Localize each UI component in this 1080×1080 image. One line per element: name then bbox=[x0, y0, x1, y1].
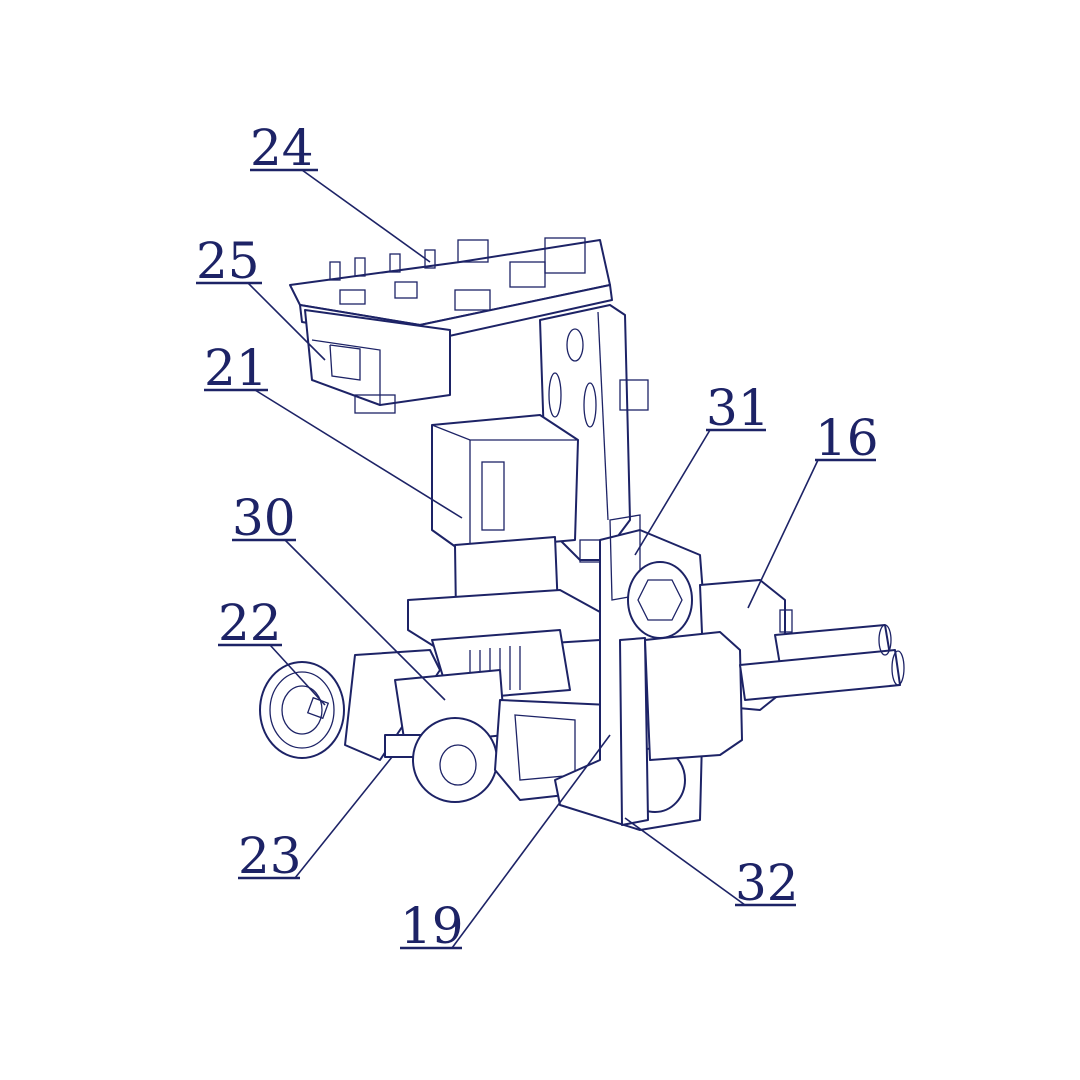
leader-23 bbox=[294, 756, 393, 879]
label-31: 31 bbox=[706, 379, 770, 437]
label-23: 23 bbox=[238, 827, 302, 885]
leader-22 bbox=[269, 644, 326, 706]
stepper-motor bbox=[431, 414, 579, 616]
right-motor bbox=[644, 579, 905, 761]
leader-31 bbox=[634, 429, 711, 556]
label-22: 22 bbox=[218, 594, 282, 652]
sensor-housing bbox=[304, 309, 451, 414]
leader-19 bbox=[451, 734, 611, 949]
leader-lines bbox=[247, 169, 819, 949]
label-19: 19 bbox=[400, 897, 464, 955]
labels: 24 25 21 31 16 30 22 23 19 32 bbox=[196, 119, 879, 955]
leader-25 bbox=[247, 282, 326, 361]
leader-32 bbox=[624, 817, 746, 906]
label-21: 21 bbox=[204, 339, 268, 397]
leader-16 bbox=[747, 459, 819, 609]
label-24: 24 bbox=[250, 119, 314, 177]
mechanism bbox=[259, 237, 905, 831]
label-30: 30 bbox=[232, 489, 296, 547]
leader-30 bbox=[284, 539, 446, 701]
label-25: 25 bbox=[196, 232, 260, 290]
leader-21 bbox=[254, 389, 463, 519]
label-16: 16 bbox=[815, 409, 879, 467]
label-32: 32 bbox=[735, 854, 799, 912]
leader-24 bbox=[301, 169, 431, 263]
